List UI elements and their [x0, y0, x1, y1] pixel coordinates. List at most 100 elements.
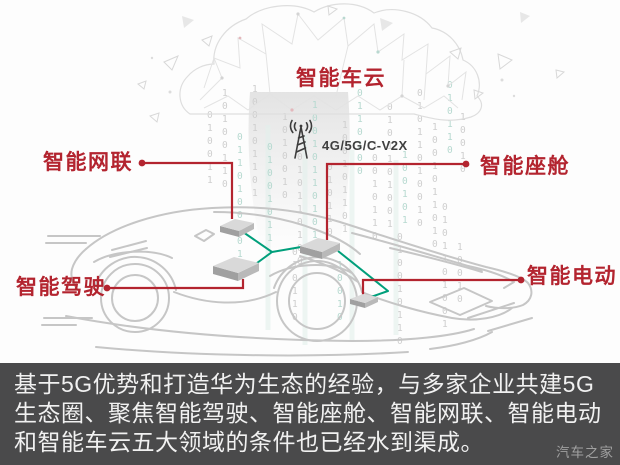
svg-text:0: 0 [387, 167, 393, 178]
svg-text:0: 0 [417, 153, 423, 164]
svg-text:1: 1 [337, 299, 343, 310]
svg-text:1: 1 [357, 140, 363, 151]
svg-text:0: 0 [312, 217, 318, 228]
svg-text:0: 0 [312, 152, 318, 163]
svg-text:1: 1 [417, 140, 423, 151]
svg-text:1: 1 [417, 166, 423, 177]
svg-text:0: 0 [312, 113, 318, 124]
svg-text:1: 1 [460, 112, 466, 123]
svg-text:1: 1 [357, 101, 363, 112]
svg-text:0: 0 [252, 110, 258, 121]
svg-text:1: 1 [222, 153, 228, 164]
svg-text:1: 1 [397, 284, 403, 295]
caption-banner: 基于5G优势和打造华为生态的经验，与多家企业共建5G 生态圈、聚焦智能驾驶、智能… [0, 363, 620, 465]
svg-text:1: 1 [432, 226, 438, 237]
svg-text:0: 0 [402, 202, 408, 213]
svg-text:0: 0 [297, 217, 303, 228]
svg-text:1: 1 [432, 200, 438, 211]
svg-text:1: 1 [387, 219, 393, 230]
svg-text:1: 1 [387, 154, 393, 165]
label-smart-vehicle-cloud: 智能车云 [296, 67, 386, 90]
svg-text:1: 1 [417, 205, 423, 216]
callout-connectors [103, 159, 525, 295]
svg-text:1: 1 [267, 194, 273, 205]
svg-text:0: 0 [432, 148, 438, 159]
svg-text:0: 0 [442, 267, 448, 278]
svg-text:1: 1 [387, 115, 393, 126]
svg-text:1: 1 [237, 145, 243, 156]
svg-text:0: 0 [442, 228, 448, 239]
svg-text:0: 0 [447, 80, 453, 91]
svg-text:0: 0 [442, 306, 448, 317]
svg-text:0: 0 [357, 153, 363, 164]
svg-text:0: 0 [417, 114, 423, 125]
svg-text:1: 1 [237, 249, 243, 260]
svg-text:1: 1 [292, 260, 298, 271]
svg-text:1: 1 [342, 198, 348, 209]
svg-text:1: 1 [442, 215, 448, 226]
svg-text:0: 0 [387, 102, 393, 113]
svg-text:0: 0 [222, 101, 228, 112]
svg-text:0: 0 [447, 106, 453, 117]
svg-text:0: 0 [417, 88, 423, 99]
svg-text:1: 1 [442, 241, 448, 252]
site-watermark: 汽车之家 [556, 445, 614, 460]
svg-text:1: 1 [237, 184, 243, 195]
svg-text:1: 1 [372, 140, 378, 151]
svg-text:1: 1 [402, 150, 408, 161]
svg-text:0: 0 [372, 231, 378, 242]
svg-text:1: 1 [207, 123, 213, 134]
svg-text:0: 0 [460, 138, 466, 149]
label-smart-driving: 智能驾驶 [16, 276, 106, 299]
svg-text:1: 1 [252, 123, 258, 134]
svg-text:0: 0 [292, 247, 298, 258]
svg-text:0: 0 [397, 271, 403, 282]
svg-text:0: 0 [267, 181, 273, 192]
svg-text:1: 1 [442, 319, 448, 330]
svg-text:1: 1 [237, 158, 243, 169]
svg-text:0: 0 [457, 268, 463, 279]
cloud-graphic [179, 3, 483, 121]
svg-text:1: 1 [402, 215, 408, 226]
svg-text:1: 1 [282, 112, 288, 123]
svg-text:1: 1 [342, 224, 348, 235]
svg-text:0: 0 [342, 133, 348, 144]
module-links [242, 231, 389, 298]
svg-text:1: 1 [372, 179, 378, 190]
svg-text:0: 0 [417, 218, 423, 229]
svg-text:0: 0 [397, 258, 403, 269]
svg-text:1: 1 [447, 119, 453, 130]
antenna-icon [289, 119, 313, 159]
svg-text:1: 1 [460, 151, 466, 162]
svg-text:1: 1 [312, 204, 318, 215]
svg-text:1: 1 [207, 162, 213, 173]
svg-text:0: 0 [342, 172, 348, 183]
svg-text:0: 0 [397, 336, 403, 347]
svg-text:1: 1 [387, 141, 393, 152]
svg-text:0: 0 [337, 286, 343, 297]
svg-text:0: 0 [457, 294, 463, 305]
svg-text:0: 0 [207, 149, 213, 160]
svg-text:1: 1 [222, 88, 228, 99]
svg-text:0: 0 [372, 192, 378, 203]
svg-text:0: 0 [327, 162, 333, 173]
svg-text:0: 0 [252, 97, 258, 108]
svg-text:0: 0 [460, 164, 466, 175]
svg-text:0: 0 [237, 197, 243, 208]
svg-text:0: 0 [357, 88, 363, 99]
svg-text:1: 1 [397, 323, 403, 334]
svg-text:0: 0 [342, 211, 348, 222]
svg-text:1: 1 [372, 205, 378, 216]
svg-text:1: 1 [397, 310, 403, 321]
svg-text:0: 0 [297, 178, 303, 189]
label-smart-cockpit: 智能座舱 [480, 155, 570, 178]
svg-text:1: 1 [417, 127, 423, 138]
svg-text:0: 0 [252, 175, 258, 186]
svg-text:1: 1 [432, 187, 438, 198]
connectivity-standard-text: 4G/5G/C-V2X [322, 138, 408, 153]
svg-text:1: 1 [387, 180, 393, 191]
svg-text:1: 1 [292, 299, 298, 310]
svg-text:0: 0 [267, 168, 273, 179]
chip-electric [350, 294, 378, 308]
